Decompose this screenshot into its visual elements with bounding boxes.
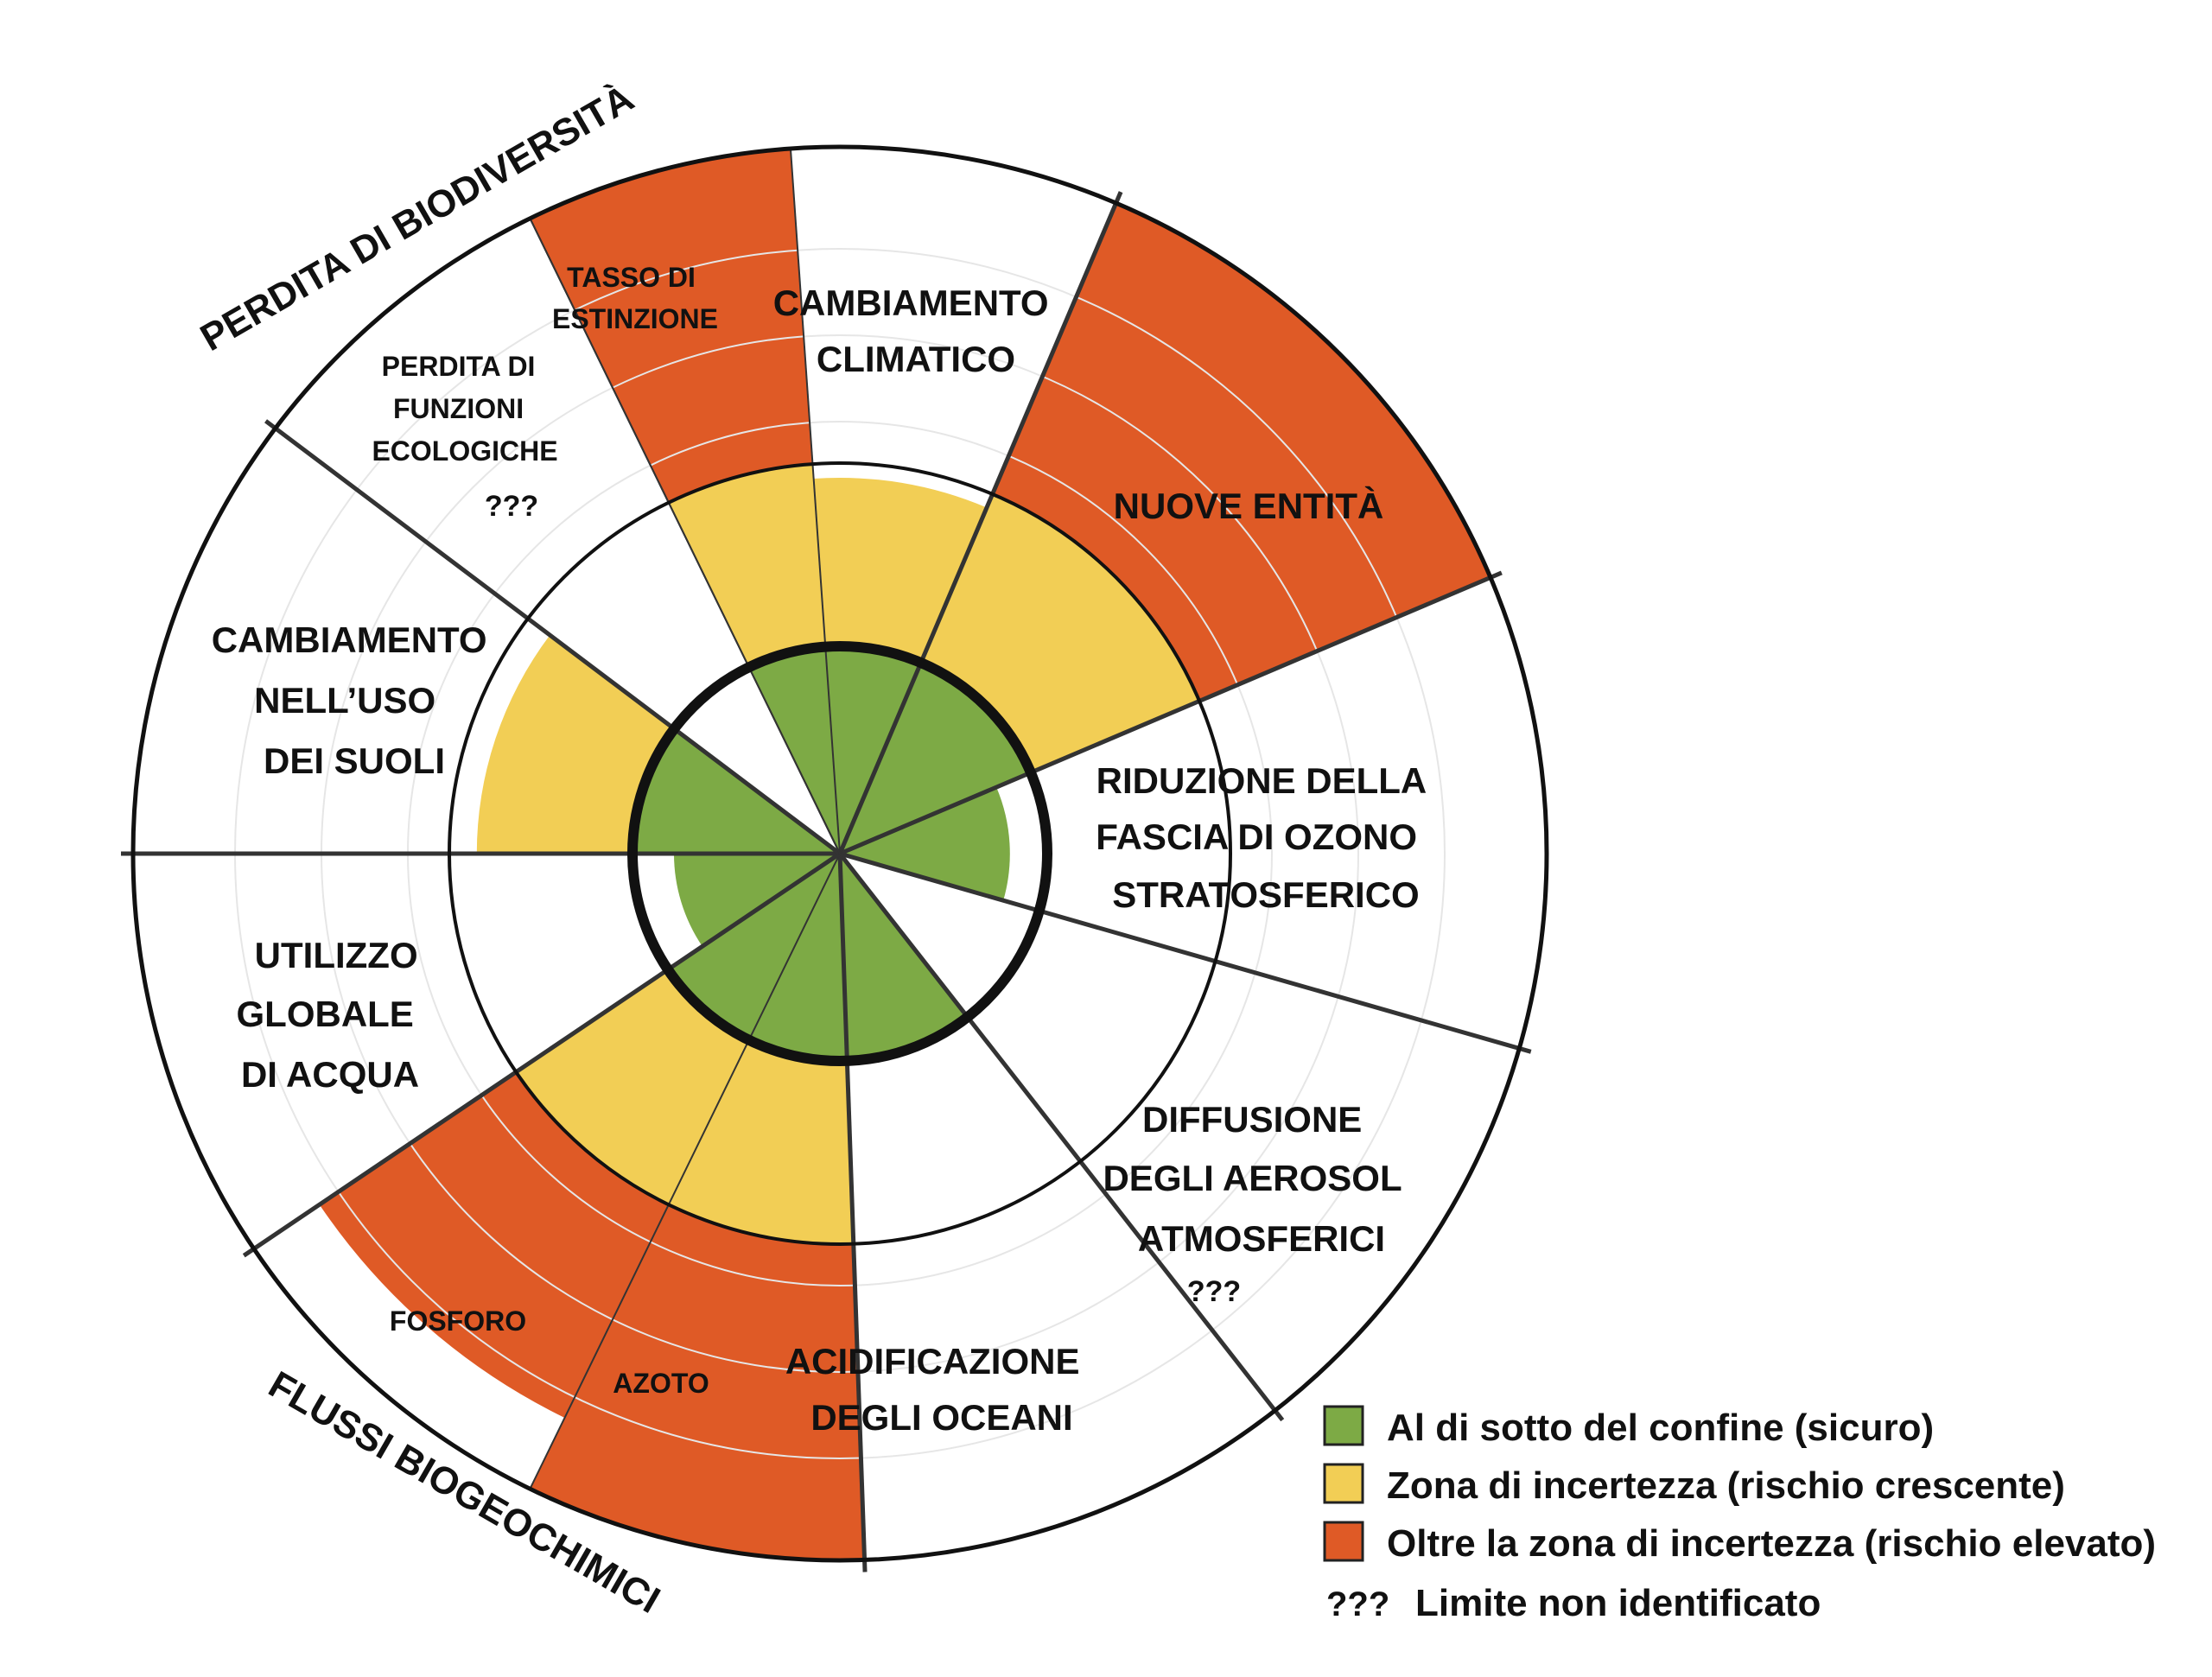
legend-swatch-safe	[1323, 1405, 1364, 1446]
sector-divider	[839, 851, 1532, 1054]
label-line: FUNZIONI	[393, 393, 524, 424]
sector-cambiamento-climatico-safe	[825, 646, 921, 854]
legend: Al di sotto del confine (sicuro) Zona di…	[1323, 1405, 2156, 1624]
sector-suoli-safe	[632, 728, 840, 854]
label-line: NELL’USO	[254, 680, 435, 721]
sector-fosforo-high	[319, 1071, 669, 1418]
label-line: ATMOSFERICI	[1138, 1218, 1385, 1259]
label-line: DEGLI AEROSOL	[1103, 1158, 1401, 1198]
legend-label-safe: Al di sotto del confine (sicuro)	[1387, 1407, 1934, 1449]
label-tasso-estinzione: TASSO DI ESTINZIONE	[552, 262, 718, 334]
label-funzioni-unknown: ???	[485, 490, 538, 523]
sector-azoto-safe	[748, 854, 848, 1061]
sector-ozono-safe	[840, 787, 1010, 901]
label-suoli: CAMBIAMENTO NELL’USO DEI SUOLI	[212, 619, 498, 781]
sector-azoto-uncertain	[668, 1039, 854, 1244]
label-line: DIFFUSIONE	[1142, 1099, 1362, 1140]
label-aerosol: DIFFUSIONE DEGLI AEROSOL ATMOSFERICI	[1103, 1099, 1411, 1259]
legend-swatch-uncertain	[1323, 1463, 1364, 1504]
label-acqua: UTILIZZO GLOBALE DI ACQUA	[237, 935, 429, 1095]
label-aerosol-unknown: ???	[1187, 1275, 1241, 1308]
label-fosforo: FOSFORO	[390, 1305, 526, 1337]
sector-divider	[837, 191, 1123, 854]
sector-divider	[529, 853, 841, 1490]
sector-labels: TASSO DI ESTINZIONE CAMBIAMENTO CLIMATIC…	[212, 262, 1435, 1438]
label-line: PERDITA DI	[382, 351, 536, 382]
sector-acqua-safe	[674, 854, 840, 947]
label-azoto: AZOTO	[613, 1368, 709, 1399]
label-ozono: RIDUZIONE DELLA FASCIA DI OZONO STRATOSF…	[1096, 760, 1435, 915]
label-line: RIDUZIONE DELLA	[1096, 760, 1427, 801]
sector-cambiamento-climatico-uncertain	[813, 477, 987, 664]
label-funzioni-ecologiche: PERDITA DI FUNZIONI ECOLOGICHE	[372, 351, 557, 467]
safe-boundary-ring	[627, 641, 1052, 1066]
sector-divider	[838, 852, 1285, 1422]
sector-divider	[529, 218, 841, 854]
sector-fosforo-safe	[668, 854, 840, 1040]
label-line: CLIMATICO	[817, 339, 1015, 379]
label-line: CAMBIAMENTO	[773, 283, 1049, 323]
label-line: DEI SUOLI	[264, 740, 445, 781]
label-line: FASCIA DI OZONO	[1096, 816, 1417, 857]
label-line: ESTINZIONE	[552, 303, 718, 334]
label-line: DEGLI OCEANI	[810, 1397, 1072, 1438]
label-line: UTILIZZO	[255, 935, 418, 975]
sector-acidificazione-safe	[840, 854, 965, 1058]
sector-fosforo-uncertain	[516, 969, 749, 1205]
sector-divider	[839, 570, 1503, 856]
sector-suoli-uncertain	[476, 635, 675, 854]
label-line: GLOBALE	[237, 994, 414, 1034]
legend-label-high: Oltre la zona di incertezza (rischio ele…	[1387, 1522, 2156, 1565]
label-cambiamento-climatico: CAMBIAMENTO CLIMATICO	[773, 283, 1059, 379]
sector-nuove-entita-uncertain	[920, 493, 1200, 773]
sector-azoto-high	[530, 1204, 865, 1560]
sector-dividers	[121, 148, 1532, 1572]
legend-unknown-label: Limite non identificato	[1415, 1582, 1821, 1624]
label-line: NUOVE ENTITÀ	[1114, 486, 1384, 526]
sector-tasso-estinzione-high	[530, 148, 813, 503]
label-acidificazione: ACIDIFICAZIONE DEGLI OCEANI	[785, 1341, 1090, 1438]
sector-tasso-estinzione-uncertain	[668, 464, 826, 668]
label-line: DI ACQUA	[241, 1054, 419, 1095]
sector-divider	[837, 853, 868, 1572]
label-line: TASSO DI	[567, 262, 696, 293]
label-line: STRATOSFERICO	[1112, 874, 1419, 915]
outer-ring	[130, 144, 1549, 1563]
legend-label-uncertain: Zona di incertezza (rischio crescente)	[1387, 1464, 2065, 1507]
sector-divider	[242, 851, 842, 1258]
legend-swatch-high	[1323, 1521, 1364, 1562]
sector-tasso-estinzione-safe	[748, 646, 840, 854]
sector-divider	[789, 148, 841, 854]
middle-ring	[448, 461, 1232, 1246]
label-line: ECOLOGICHE	[372, 435, 557, 467]
label-line: ACIDIFICAZIONE	[785, 1341, 1080, 1382]
label-nuove-entita: NUOVE ENTITÀ	[1114, 486, 1384, 526]
legend-unknown-symbol: ???	[1326, 1585, 1389, 1623]
sector-divider	[264, 419, 842, 855]
label-line: CAMBIAMENTO	[212, 619, 487, 660]
